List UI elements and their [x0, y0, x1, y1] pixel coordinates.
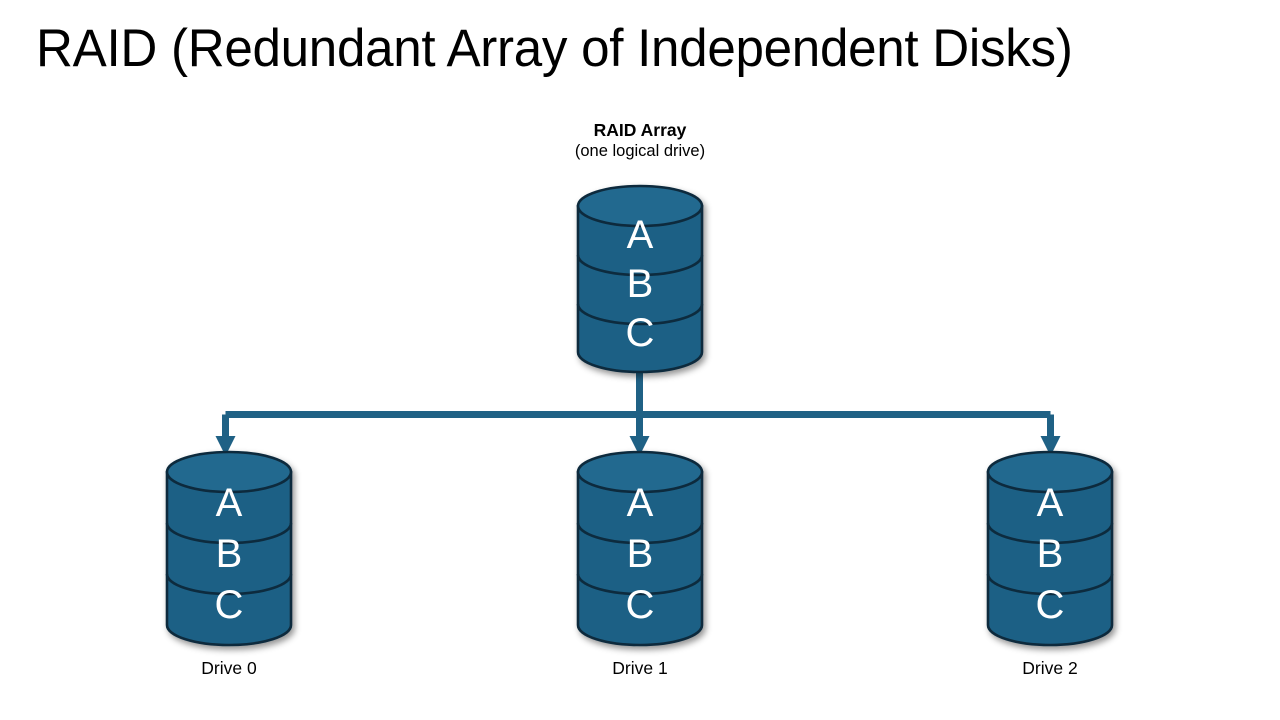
segment-divider-2	[986, 573, 1114, 596]
drive-label-1: Drive 1	[612, 658, 668, 678]
segment-divider-1	[986, 522, 1114, 545]
cylinder-body	[576, 204, 704, 374]
drive-segment-label-1: B	[216, 532, 243, 576]
array-segment-label-0: A	[627, 213, 654, 257]
drive-label-2: Drive 2	[1022, 658, 1078, 678]
cylinder-top-cap	[576, 184, 704, 228]
segment-divider-2	[576, 573, 704, 596]
cylinder-top-cap	[986, 450, 1114, 494]
drive-cylinder-2: A B C	[986, 450, 1114, 652]
drive-segment-label-0: A	[1037, 481, 1064, 525]
drive-cylinder-1: A B C	[576, 450, 704, 652]
drive-segment-label-2: C	[626, 583, 655, 627]
cylinder-top-cap	[576, 450, 704, 494]
segment-divider-1	[165, 522, 293, 545]
array-segment-label-2: C	[626, 311, 655, 355]
drive-segment-label-0: A	[627, 481, 654, 525]
segment-divider-1	[576, 254, 704, 277]
cylinder-body	[576, 470, 704, 647]
drive-label-0: Drive 0	[201, 658, 257, 678]
cylinder-body	[986, 470, 1114, 647]
array-segment-label-1: B	[627, 262, 654, 306]
drive-segment-label-2: C	[1036, 583, 1065, 627]
cylinder-body	[165, 470, 293, 647]
raid-array-caption-title: RAID Array	[593, 120, 687, 140]
raid-array-cylinder: A B C	[576, 184, 704, 378]
drive-segment-label-0: A	[216, 481, 243, 525]
drive-segment-label-1: B	[627, 532, 654, 576]
segment-divider-1	[576, 522, 704, 545]
raid-array-caption-subtitle: (one logical drive)	[574, 142, 706, 160]
drive-cylinder-0: A B C	[165, 450, 293, 652]
segment-divider-2	[165, 573, 293, 596]
segment-divider-2	[576, 303, 704, 326]
cylinder-top-cap	[165, 450, 293, 494]
drive-segment-label-2: C	[215, 583, 244, 627]
page-title: RAID (Redundant Array of Independent Dis…	[36, 19, 1073, 78]
drive-segment-label-1: B	[1037, 532, 1064, 576]
raid-array-caption: RAID Array (one logical drive)	[440, 119, 840, 162]
